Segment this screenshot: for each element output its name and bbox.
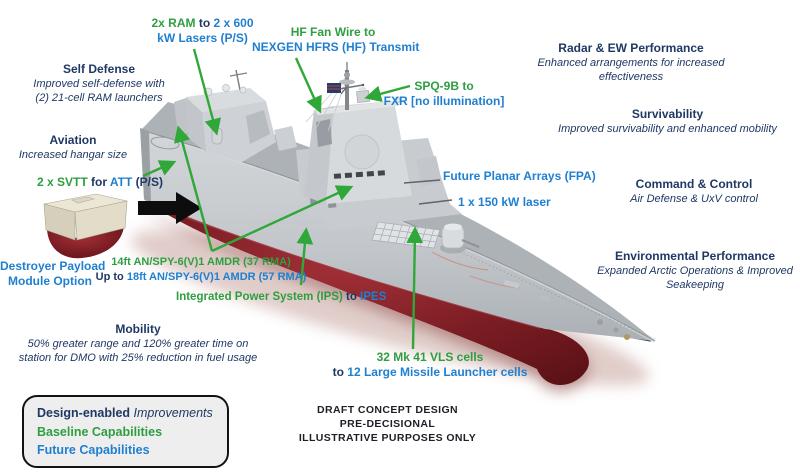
foredeck-details xyxy=(431,251,646,340)
fpa-pointer xyxy=(403,179,441,184)
deck xyxy=(141,102,655,341)
mid-structure xyxy=(274,126,297,151)
note-command-control: Command & Control Air Defense & UxV cont… xyxy=(630,177,758,205)
arrow-spq9b xyxy=(364,84,411,103)
callout-ram-lasers: 2x RAM to 2 x 600 kW Lasers (P/S) xyxy=(151,16,254,45)
mast-tower xyxy=(304,96,412,204)
legend-item-baseline: Baseline Capabilities xyxy=(37,424,163,439)
flight-deck-marking xyxy=(150,136,180,150)
callout-arrows-green xyxy=(142,48,424,350)
arrow-amdr-aft xyxy=(174,125,214,252)
note-radar-ew: Radar & EW Performance Enhanced arrangem… xyxy=(537,41,725,83)
legend-item-future: Future Capabilities xyxy=(37,443,150,457)
disclaimer-line-1: DRAFT CONCEPT DESIGN xyxy=(316,404,458,416)
arrow-hf-fan xyxy=(294,57,322,114)
disclaimer-line-2: PRE-DECISIONAL xyxy=(339,418,436,430)
callout-150kw-laser: 1 x 150 kW laser xyxy=(458,195,551,209)
callout-vls: 32 Mk 41 VLS cells to 12 Large Missile L… xyxy=(332,350,528,379)
callout-payload-module: Destroyer Payload Module Option xyxy=(0,259,106,288)
note-self-defense: Self Defense Improved self-defense with … xyxy=(33,62,165,104)
module-to-ship-arrow xyxy=(138,192,202,224)
arrow-amdr-fwd xyxy=(211,185,354,253)
note-environmental: Environmental Performance Expanded Arcti… xyxy=(597,249,793,291)
stern-transom xyxy=(140,128,151,204)
callout-fpa: Future Planar Arrays (FPA) xyxy=(443,169,596,183)
pointer-lines-gray xyxy=(403,179,453,205)
arrow-ips xyxy=(296,227,314,286)
note-survivability: Survivability Improved survivability and… xyxy=(558,107,777,135)
disclaimer-line-3: ILLUSTRATIVE PURPOSES ONLY xyxy=(298,432,477,444)
payload-module-illustration xyxy=(43,193,128,259)
arrow-svtt xyxy=(142,160,177,178)
callout-spq9b: SPQ-9B to FXR [no illumination] xyxy=(383,79,505,108)
note-mobility: Mobility 50% greater range and 120% grea… xyxy=(18,322,258,364)
spq9b-radome xyxy=(356,87,370,103)
legend-item-design-enabled: Design-enabled Improvements xyxy=(37,406,213,420)
legend-box: Design-enabled Improvements Baseline Cap… xyxy=(22,395,229,468)
arrow-vls xyxy=(406,226,424,350)
laser-pointer xyxy=(418,199,453,205)
callout-amdr: 14ft AN/SPY-6(V)1 AMDR (37 RMA) Up to 18… xyxy=(95,256,307,283)
note-aviation: Aviation Increased hangar size xyxy=(18,133,128,161)
callout-svtt: 2 x SVTT for ATT (P/S) xyxy=(36,175,163,189)
gun-mount xyxy=(440,223,480,254)
callout-hf-fan-wire: HF Fan Wire to NEXGEN HFRS (HF) Transmit xyxy=(252,25,420,54)
arrow-ram-lasers xyxy=(192,48,222,136)
ensign-flag xyxy=(327,83,347,95)
callout-ips: Integrated Power System (IPS) to IPES xyxy=(176,291,387,303)
draft-disclaimer: DRAFT CONCEPT DESIGN PRE-DECISIONAL ILLU… xyxy=(280,403,495,445)
